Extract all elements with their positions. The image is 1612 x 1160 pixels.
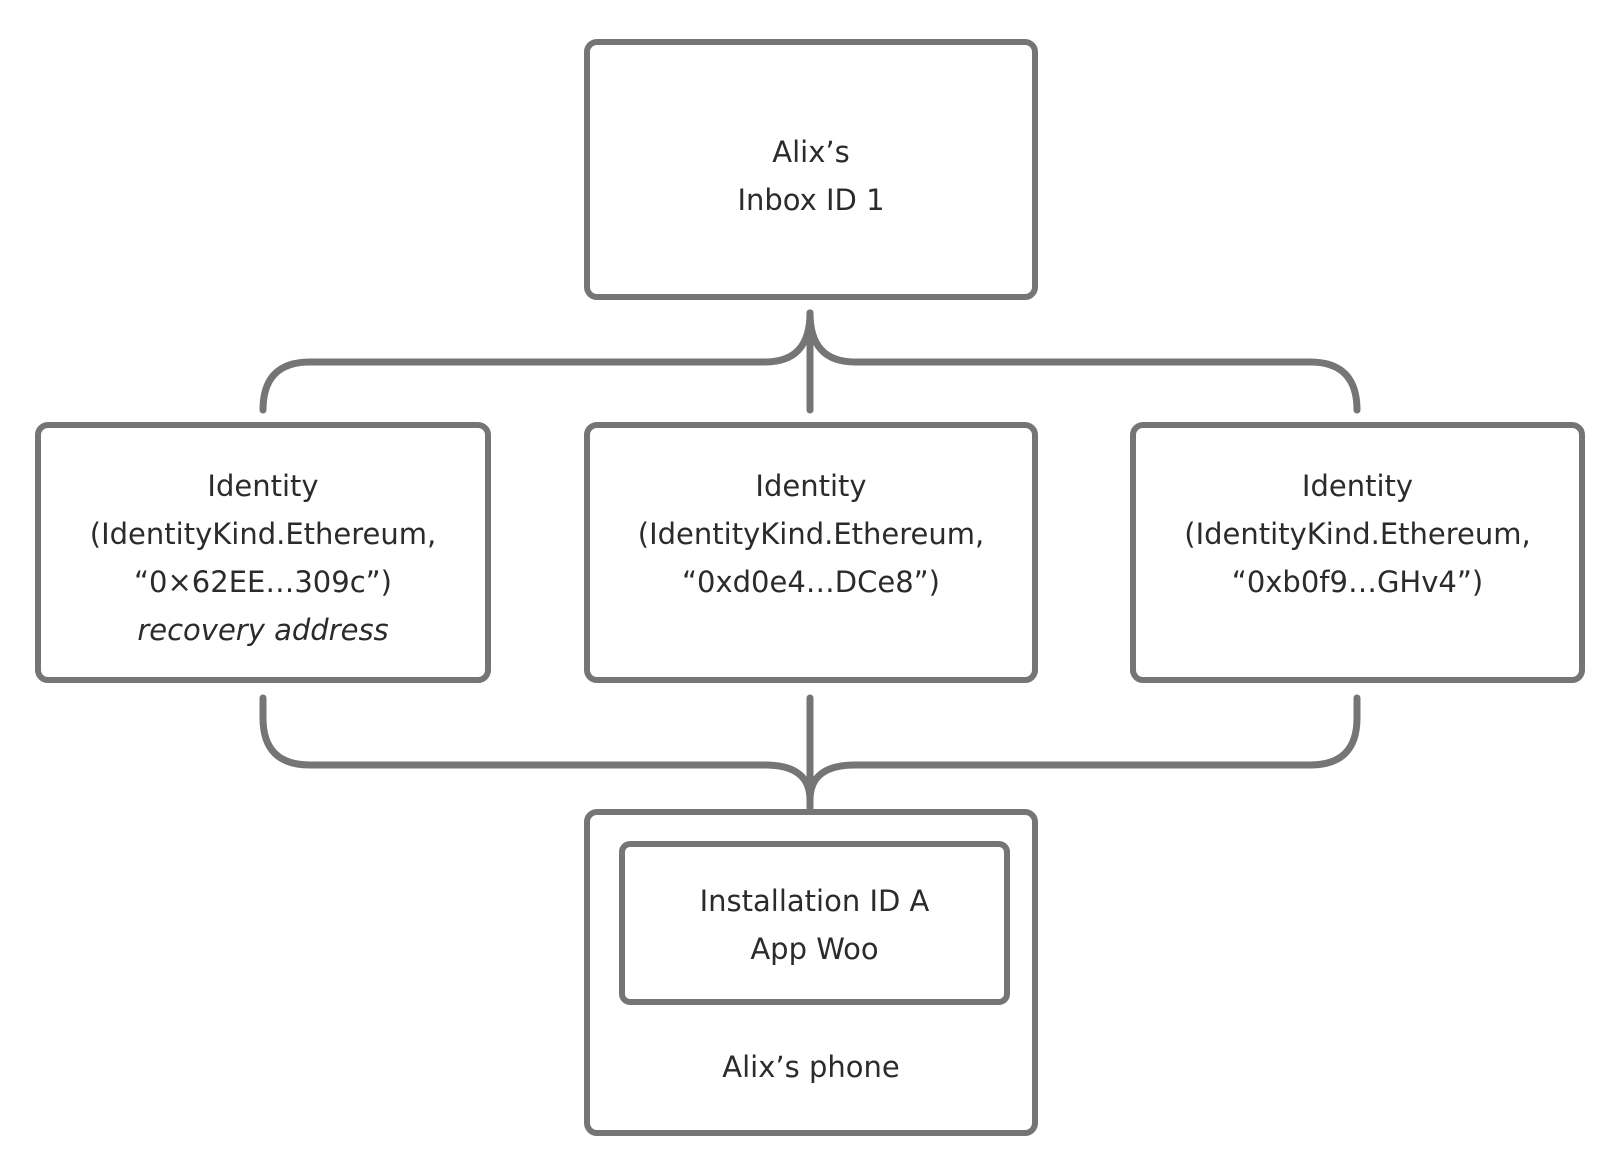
device-label: Alix’s phone xyxy=(722,1050,900,1084)
installation-label: Installation ID A App Woo xyxy=(625,877,1004,973)
identity-box-recovery: Identity (IdentityKind.Ethereum, “0×62EE… xyxy=(35,422,491,683)
identity-label: Identity (IdentityKind.Ethereum, “0xd0e4… xyxy=(590,462,1032,606)
device-box: Installation ID A App Woo Alix’s phone xyxy=(584,809,1038,1136)
identity-note: recovery address xyxy=(137,613,389,647)
identity-kind: (IdentityKind.Ethereum, xyxy=(1184,517,1531,551)
identity-address: “0xb0f9…GHv4”) xyxy=(1231,565,1484,599)
connector-device-right xyxy=(806,694,1361,804)
connector-inbox-left xyxy=(259,309,814,414)
inbox-owner: Alix’s xyxy=(772,135,850,169)
identity-address: “0xd0e4…DCe8”) xyxy=(682,565,940,599)
identity-kind: (IdentityKind.Ethereum, xyxy=(637,517,985,551)
installation-app: App Woo xyxy=(750,932,879,966)
identity-kind: (IdentityKind.Ethereum, xyxy=(89,517,437,551)
identity-box: Identity (IdentityKind.Ethereum, “0xb0f9… xyxy=(1130,422,1585,683)
inbox-label: Alix’s Inbox ID 1 xyxy=(590,128,1032,224)
identity-label: Identity (IdentityKind.Ethereum, “0×62EE… xyxy=(41,462,485,654)
identity-title: Identity xyxy=(207,469,319,503)
inbox-box: Alix’s Inbox ID 1 xyxy=(584,39,1038,300)
connector-inbox-right xyxy=(806,309,1361,414)
identity-title: Identity xyxy=(755,469,867,503)
installation-box: Installation ID A App Woo xyxy=(619,841,1010,1005)
identity-address: “0×62EE…309c”) xyxy=(134,565,392,599)
identity-title: Identity xyxy=(1301,469,1414,503)
identity-label: Identity (IdentityKind.Ethereum, “0xb0f9… xyxy=(1136,462,1579,606)
connector-device-left xyxy=(259,694,814,804)
identity-box: Identity (IdentityKind.Ethereum, “0xd0e4… xyxy=(584,422,1038,683)
installation-id: Installation ID A xyxy=(699,884,930,918)
inbox-id: Inbox ID 1 xyxy=(737,183,885,217)
